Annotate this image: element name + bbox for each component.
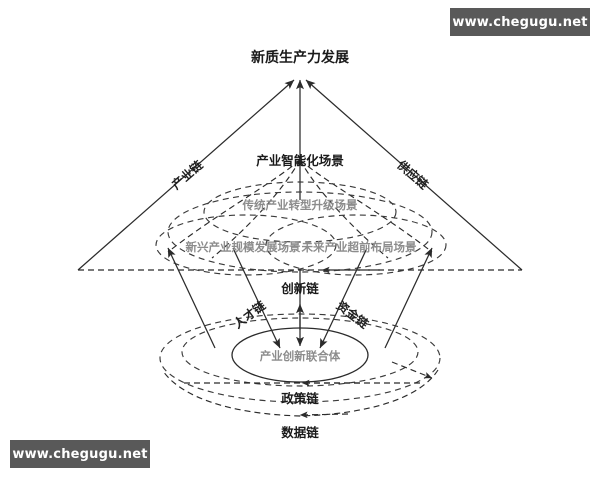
watermark-bottom-left: www.chegugu.net <box>10 440 150 468</box>
funnel-curve-right-outer <box>299 159 433 253</box>
label-traditional-upgrade-scene: 传统产业转型升级场景 <box>242 198 358 212</box>
arrow-up-right <box>384 247 433 349</box>
watermark-top-right: www.chegugu.net <box>450 8 590 36</box>
cone-right-edge <box>305 79 523 271</box>
watermark-top-text: www.chegugu.net <box>452 14 588 30</box>
label-future-layout-scene: 未来产业超前布局场景 <box>301 240 417 254</box>
cone-left-edge <box>77 79 295 271</box>
arrow-down-left <box>232 247 281 349</box>
ellipse-scene-outer <box>167 191 433 273</box>
label-innovation-consortium: 产业创新联合体 <box>260 349 341 363</box>
funnel-curve-left-outer <box>167 159 301 253</box>
cone-apex-arrows <box>77 79 523 271</box>
funnel-curve-right-inner <box>299 159 389 259</box>
base-ellipses <box>159 313 441 419</box>
watermark-bottom-text: www.chegugu.net <box>12 446 148 462</box>
funnel-curve-left-inner <box>211 159 301 259</box>
label-intelligent-scene: 产业智能化场景 <box>256 153 344 168</box>
ellipse-future-layout <box>265 214 447 276</box>
data-chain-arrow <box>299 411 349 419</box>
base-side-arrow-right <box>391 361 433 379</box>
label-apex-title: 新质生产力发展 <box>251 49 349 66</box>
middle-connector-arrows <box>167 247 433 349</box>
label-data-chain: 数据链 <box>280 425 319 440</box>
ellipse-data-chain <box>159 313 441 403</box>
arrow-down-right <box>319 247 368 349</box>
ellipse-traditional-upgrade <box>203 181 397 243</box>
label-supply-chain: 供应链 <box>394 156 433 192</box>
arrow-up-left <box>167 247 216 349</box>
label-innovation-chain: 创新链 <box>280 281 319 296</box>
ellipse-innovation-consortium <box>231 327 369 383</box>
cone-inner-funnel <box>167 159 433 259</box>
label-policy-chain: 政策链 <box>281 391 319 406</box>
label-capital-chain: 资金链 <box>334 298 373 332</box>
ellipse-policy-chain <box>181 317 419 387</box>
label-emerging-scale-scene: 新兴产业规模发展场景 <box>186 240 301 254</box>
label-talent-chain: 人才链 <box>230 297 269 331</box>
